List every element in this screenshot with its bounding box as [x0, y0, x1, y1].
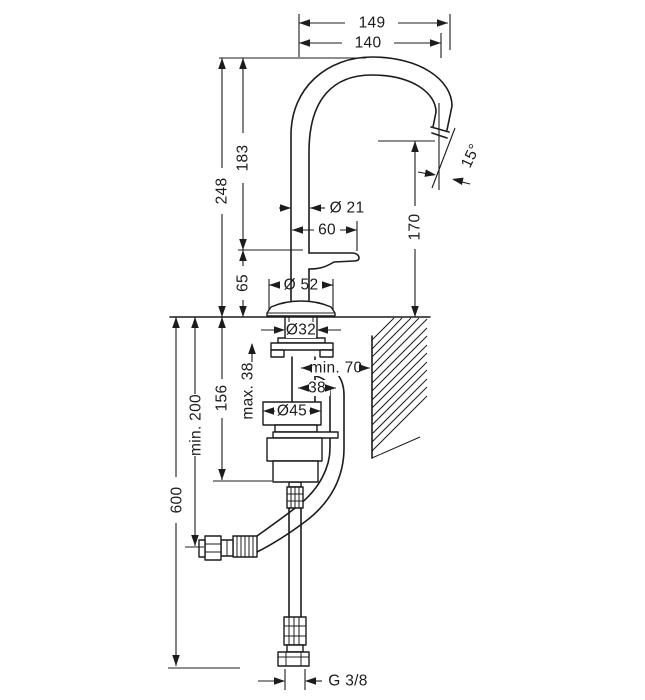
dim-140-label: 140	[355, 35, 382, 52]
g38-nut	[277, 651, 310, 667]
wall-hatch	[371, 317, 428, 459]
dim-183: 183	[235, 58, 252, 250]
faucet-outline	[266, 56, 453, 317]
mounting-plate	[272, 431, 339, 439]
down-pipe	[277, 481, 310, 667]
dim-149-label: 149	[359, 15, 386, 32]
handle-lever	[308, 252, 360, 270]
dim-max38-label: max. 38	[240, 362, 257, 419]
dim-149: 149	[299, 15, 448, 32]
spout-inner-contour	[308, 74, 437, 254]
dim-248-label: 248	[214, 178, 231, 205]
dim-g38-label: G 3/8	[328, 673, 367, 690]
dim-600: 600	[168, 317, 240, 669]
dim-156: 156	[213, 317, 272, 482]
dim-min200-label: min. 200	[188, 394, 205, 456]
spout-outer-contour	[290, 56, 453, 305]
dim-shank-diameter: Ø32	[261, 322, 341, 339]
dim-600-label: 600	[169, 487, 186, 514]
dim-156-label: 156	[214, 385, 231, 412]
dim-counter-thickness: max. 38	[240, 343, 257, 420]
dim-170-label: 170	[407, 214, 424, 241]
dim-min200: min. 200	[185, 317, 205, 548]
escutcheon	[266, 300, 336, 317]
dim-hose-offset: 38	[298, 380, 336, 397]
dim-body-diameter: Ø45	[263, 403, 321, 420]
dim-248: 248	[214, 58, 231, 317]
dim-wall-clearance: min. 70	[301, 360, 370, 377]
dim-thread: G 3/8	[258, 669, 367, 690]
dim-spout-diameter: Ø 21	[279, 200, 364, 217]
hose-connector-side	[198, 535, 258, 561]
dim-escutcheon-diameter: Ø 52	[269, 277, 333, 294]
dim-o52-label: Ø 52	[284, 277, 319, 294]
dim-60-label: 60	[318, 222, 336, 239]
dim-65-label: 65	[235, 274, 252, 292]
dim-o32-label: Ø32	[286, 322, 316, 339]
dim-60: 60	[292, 222, 357, 239]
dim-183-label: 183	[235, 145, 252, 172]
dim-170: 170	[407, 141, 424, 317]
dim-65: 65	[235, 250, 252, 317]
dim-min70-label: min. 70	[310, 360, 363, 377]
dim-o21-label: Ø 21	[330, 200, 365, 217]
dim-38-label: 38	[308, 380, 326, 397]
dim-140: 140	[299, 35, 441, 52]
dim-o45-label: Ø45	[277, 403, 307, 420]
mounting-flange	[270, 337, 334, 358]
